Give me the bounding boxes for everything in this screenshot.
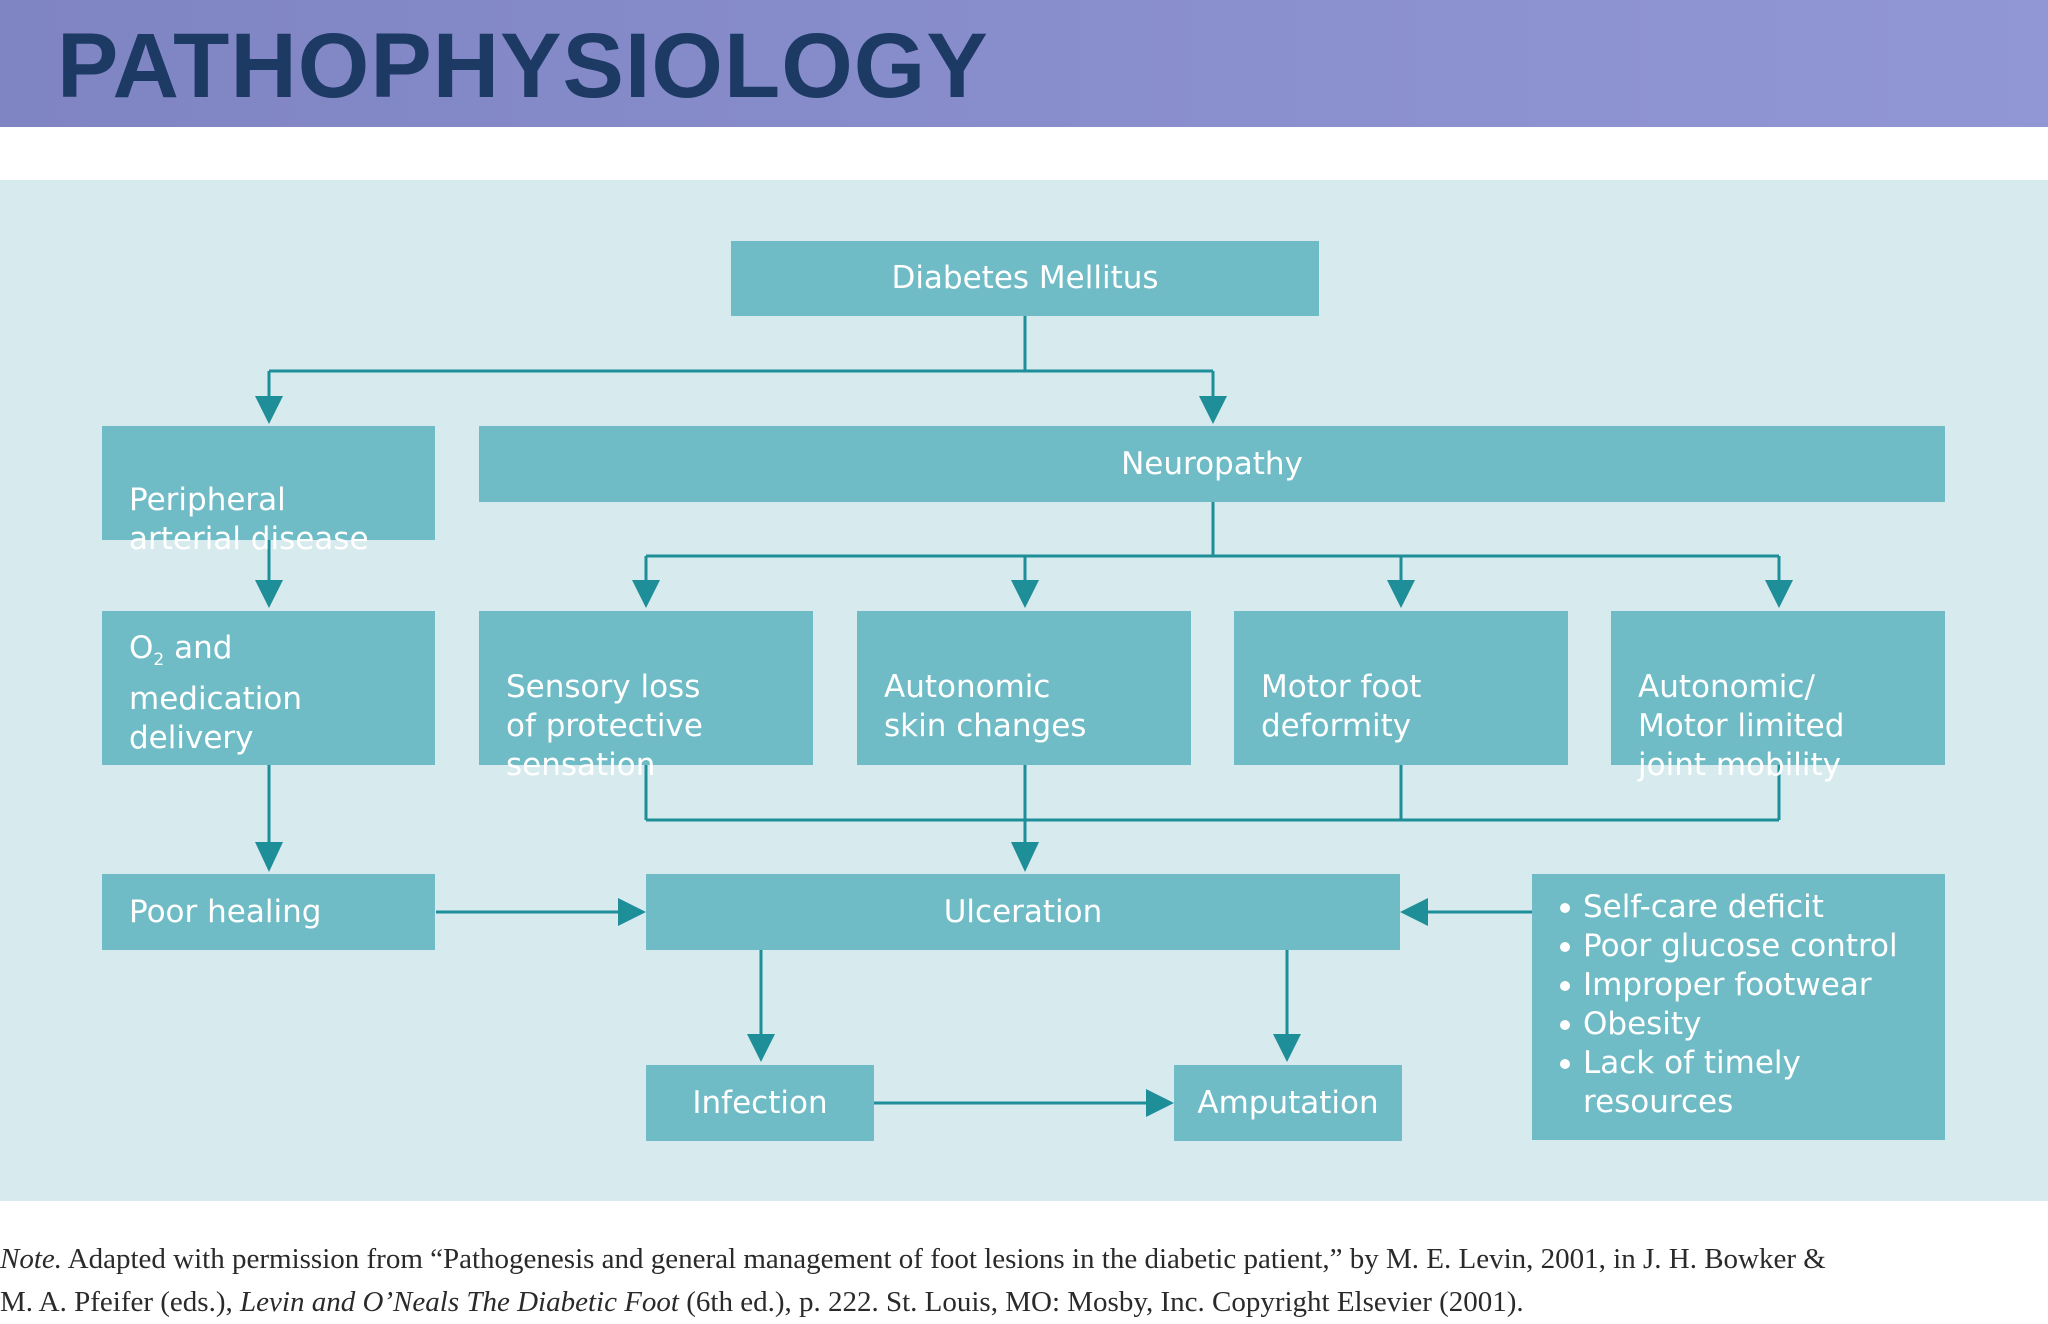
node-autonomic-skin-changes: Autonomic skin changes <box>857 611 1191 765</box>
node-motor-foot-deformity: Motor foot deformity <box>1234 611 1568 765</box>
node-o2-medication-delivery: O2 and medication delivery <box>102 611 435 765</box>
source-note: Note. Adapted with permission from “Path… <box>0 1238 2048 1324</box>
title-bar: PATHOPHYSIOLOGY <box>0 0 2048 127</box>
arrowhead-infection <box>747 1034 775 1062</box>
risk-factor-item: Poor glucose control <box>1560 927 1945 966</box>
node-autonomic-motor-joint-mobility: Autonomic/ Motor limited joint mobility <box>1611 611 1945 783</box>
source-note-line-1: Note. Adapted with permission from “Path… <box>0 1243 1826 1275</box>
risk-factor-item: Self-care deficit <box>1560 888 1945 927</box>
arrowhead-neuropathy <box>1199 396 1227 424</box>
risk-factor-item: Lack of timely resources <box>1560 1044 1945 1122</box>
arrowhead-automotor <box>1765 580 1793 608</box>
arrowhead-amputation-top <box>1273 1034 1301 1062</box>
node-ulceration: Ulceration <box>646 874 1400 950</box>
arrowhead-ulceration-left <box>618 898 646 926</box>
node-infection: Infection <box>646 1065 874 1141</box>
risk-factor-item: Obesity <box>1560 1005 1945 1044</box>
page-title: PATHOPHYSIOLOGY <box>57 15 989 117</box>
node-neuropathy: Neuropathy <box>479 426 1945 502</box>
node-poor-healing: Poor healing <box>102 874 435 950</box>
node-peripheral-arterial-disease: Peripheral arterial disease <box>102 426 435 557</box>
arrowhead-autoskin <box>1011 580 1039 608</box>
risk-factor-item: Improper footwear <box>1560 966 1945 1005</box>
arrowhead-pad <box>255 396 283 424</box>
arrowhead-motor <box>1387 580 1415 608</box>
risk-factor-list: Self-care deficit Poor glucose control I… <box>1532 874 1945 1122</box>
arrowhead-ulceration-top <box>1011 842 1039 872</box>
node-sensory-loss: Sensory loss of protective sensation <box>479 611 813 783</box>
node-risk-factors: Self-care deficit Poor glucose control I… <box>1532 874 1945 1140</box>
arrowhead-healing <box>255 842 283 872</box>
arrowhead-ulceration-right <box>1400 898 1428 926</box>
arrowhead-amputation-left <box>1146 1089 1174 1117</box>
node-diabetes-mellitus: Diabetes Mellitus <box>731 241 1319 316</box>
arrowhead-o2 <box>255 580 283 608</box>
arrowhead-sensory <box>632 580 660 608</box>
source-note-line-2: M. A. Pfeifer (eds.), Levin and O’Neals … <box>0 1286 1524 1318</box>
node-amputation: Amputation <box>1174 1065 1402 1141</box>
